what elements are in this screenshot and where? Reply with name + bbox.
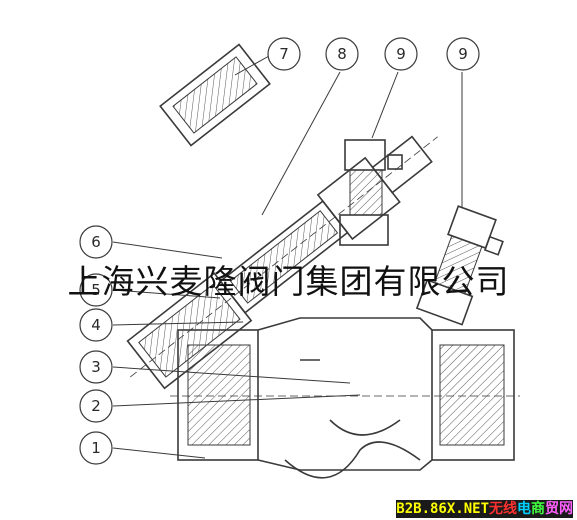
callout-6: 6 <box>79 225 113 259</box>
callout-9b-label: 9 <box>458 45 468 63</box>
callout-9a: 9 <box>384 37 418 71</box>
watermark-segment: 商 <box>531 501 545 517</box>
leader-8 <box>261 71 341 216</box>
callout-3: 3 <box>79 350 113 384</box>
watermark-segment: 无线 <box>489 501 517 517</box>
callout-4: 4 <box>79 308 113 342</box>
test-point-left <box>339 139 403 246</box>
company-name-overlay: 上海兴麦隆阀门集团有限公司 <box>67 262 510 301</box>
leader-6 <box>112 241 223 259</box>
test-point-right <box>415 205 504 326</box>
right-pipe-end <box>431 329 515 461</box>
callout-9a-label: 9 <box>396 45 406 63</box>
bonnet-assembly <box>126 43 438 390</box>
callout-5: 5 <box>79 273 113 307</box>
callout-7: 7 <box>267 37 301 71</box>
leader-7 <box>234 55 270 76</box>
callout-7-label: 7 <box>279 45 289 63</box>
leader-lines <box>112 55 463 459</box>
leader-9a <box>371 71 399 139</box>
callout-1-label: 1 <box>91 439 101 457</box>
leader-3 <box>112 366 351 384</box>
callout-9b: 9 <box>446 37 480 71</box>
callout-8-label: 8 <box>337 45 347 63</box>
callout-8: 8 <box>325 37 359 71</box>
watermark-segment: 电 <box>517 501 531 517</box>
callout-5-label: 5 <box>91 281 101 299</box>
callout-2: 2 <box>79 389 113 423</box>
site-watermark: B2B.86X.NET无线电商贸网 <box>396 500 573 518</box>
callout-6-label: 6 <box>91 233 101 251</box>
callout-4-label: 4 <box>91 316 101 334</box>
leader-5 <box>112 289 221 299</box>
callout-2-label: 2 <box>91 397 101 415</box>
leader-2 <box>112 394 361 407</box>
watermark-segment: 贸网 <box>545 501 573 517</box>
leader-1 <box>112 447 206 459</box>
callout-3-label: 3 <box>91 358 101 376</box>
leader-4 <box>112 321 244 326</box>
callout-1: 1 <box>79 431 113 465</box>
valve-body <box>170 317 520 479</box>
watermark-segment: B2B.86X.NET <box>396 501 489 517</box>
